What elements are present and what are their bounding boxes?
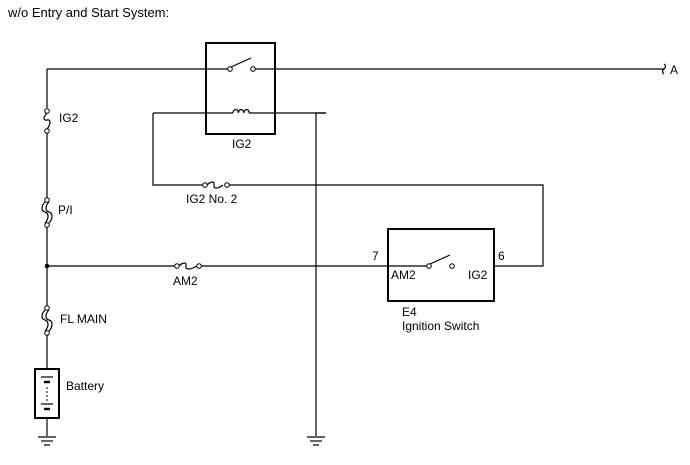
am2-fuse	[174, 262, 202, 270]
ignition-switch-pin-7: 7	[372, 249, 379, 263]
ig2-no2-fuse	[202, 181, 230, 189]
battery-ground-symbol	[38, 436, 56, 446]
battery-label: Battery	[66, 379, 104, 393]
coil-loop-wire	[152, 113, 544, 267]
main-wire	[44, 132, 388, 436]
top-wire	[46, 63, 667, 108]
relay-ground-symbol	[307, 112, 326, 446]
ignition-switch-name: Ignition Switch	[402, 319, 479, 333]
am2-fuse-label: AM2	[173, 274, 198, 288]
pi-fuse-label: P/I	[58, 203, 73, 217]
ignition-switch-pin-6: 6	[498, 249, 505, 263]
ignition-switch-terminal-am2: AM2	[391, 268, 416, 282]
junction-dot	[44, 263, 50, 269]
ig2-relay-label: IG2	[232, 137, 252, 151]
diagram-heading: w/o Entry and Start System:	[7, 5, 169, 20]
ig2-relay-coil	[153, 108, 326, 114]
ig2-relay-box	[205, 42, 276, 135]
connector-a-label: A	[670, 63, 678, 77]
ignition-switch-code: E4	[402, 305, 417, 319]
connector-break-mark	[661, 63, 667, 75]
fl-main-fuse	[41, 305, 53, 336]
fl-main-fuse-label: FL MAIN	[60, 312, 107, 326]
ignition-switch-terminal-ig2: IG2	[468, 268, 488, 282]
ignition-switch-box	[387, 228, 495, 302]
ig2-fuse	[43, 108, 51, 134]
ig2-fuse-label: IG2	[59, 111, 79, 125]
ignition-switch-contact	[388, 254, 455, 269]
ig2-no2-fuse-label: IG2 No. 2	[186, 192, 238, 206]
pi-fuse	[41, 197, 53, 228]
battery-symbol	[34, 368, 60, 419]
ig2-relay-contact	[227, 57, 256, 72]
